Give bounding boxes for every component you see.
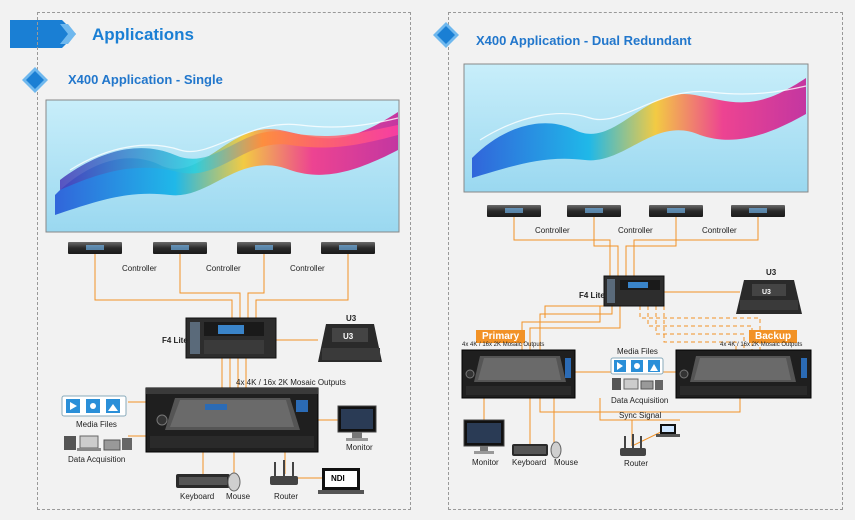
router-icon	[620, 434, 646, 456]
router-label: Router	[274, 492, 299, 501]
x400-backup-device-icon	[675, 349, 812, 399]
controller-label: Controller	[535, 226, 570, 235]
svg-text:U3: U3	[343, 332, 354, 341]
backup-tag: Backup	[749, 330, 798, 343]
controller-icon	[321, 242, 375, 254]
u3-console-icon: U3	[736, 280, 802, 314]
mouse-icon	[550, 441, 562, 459]
data-acquisition-icon	[612, 378, 663, 390]
right-section-title: X400 Application - Dual Redundant	[476, 33, 692, 48]
mosaic-outputs-label: 4x 4K / 16x 2K Mosaic Outputs	[236, 378, 346, 387]
f4-lite-label: F4 Lite	[162, 336, 188, 345]
ndi-label: NDI	[331, 474, 345, 483]
controller-label: Controller	[206, 264, 241, 273]
diamond-icon	[433, 22, 459, 48]
keyboard-label: Keyboard	[512, 458, 547, 467]
controller-icon	[153, 242, 207, 254]
left-diagram: U3	[45, 99, 400, 494]
data-acquisition-icon	[64, 435, 132, 451]
media-files-label: Media Files	[76, 420, 117, 429]
keyboard-icon	[176, 474, 230, 488]
media-files-label: Media Files	[617, 347, 658, 356]
mouse-label: Mouse	[226, 492, 251, 501]
controller-icon	[649, 205, 703, 217]
monitor-icon	[337, 405, 377, 441]
x400-device-icon	[145, 387, 319, 453]
f4-lite-device-icon	[603, 275, 665, 307]
controller-label: Controller	[702, 226, 737, 235]
mosaic-outputs-primary-label: 4x 4K / 16x 2K Mosaic Outputs	[462, 342, 545, 348]
right-panel	[448, 12, 843, 510]
primary-tag: Primary	[476, 330, 526, 343]
media-files-icon	[61, 395, 127, 417]
header-banner-icon	[10, 20, 76, 48]
u3-label: U3	[346, 314, 357, 323]
data-acquisition-label: Data Acquisition	[611, 396, 669, 405]
media-files-icon	[610, 357, 664, 375]
ndi-laptop-icon	[318, 468, 364, 494]
sync-signal-label: Sync Signal	[619, 411, 662, 420]
u3-console-icon: U3	[318, 324, 382, 362]
controller-icon	[487, 205, 541, 217]
controller-icon	[567, 205, 621, 217]
router-label: Router	[624, 459, 649, 468]
u3-label: U3	[766, 268, 777, 277]
controller-label: Controller	[618, 226, 653, 235]
controller-label: Controller	[122, 264, 157, 273]
controller-icon	[237, 242, 291, 254]
monitor-label: Monitor	[472, 458, 499, 467]
data-acquisition-label: Data Acquisition	[68, 455, 126, 464]
diamond-icon	[22, 67, 48, 93]
controller-icon	[731, 205, 785, 217]
monitor-icon	[463, 419, 505, 454]
laptop-icon	[656, 424, 680, 437]
led-wall	[45, 99, 400, 233]
mouse-icon	[227, 472, 241, 492]
svg-text:U3: U3	[762, 289, 771, 296]
left-section-title: X400 Application - Single	[68, 72, 223, 87]
f4-lite-device-icon	[185, 317, 277, 359]
led-wall	[463, 63, 809, 193]
x400-primary-device-icon	[461, 349, 576, 399]
page-title: Applications	[92, 25, 195, 44]
controller-icon	[68, 242, 122, 254]
controller-label: Controller	[290, 264, 325, 273]
f4-lite-label: F4 Lite	[579, 291, 605, 300]
left-panel	[37, 12, 411, 510]
mosaic-outputs-backup-label: 4x 4K / 16x 2K Mosaic Outputs	[720, 342, 803, 348]
mouse-label: Mouse	[554, 458, 579, 467]
monitor-label: Monitor	[346, 443, 373, 452]
keyboard-icon	[512, 444, 548, 456]
router-icon	[270, 460, 298, 485]
keyboard-label: Keyboard	[180, 492, 215, 501]
